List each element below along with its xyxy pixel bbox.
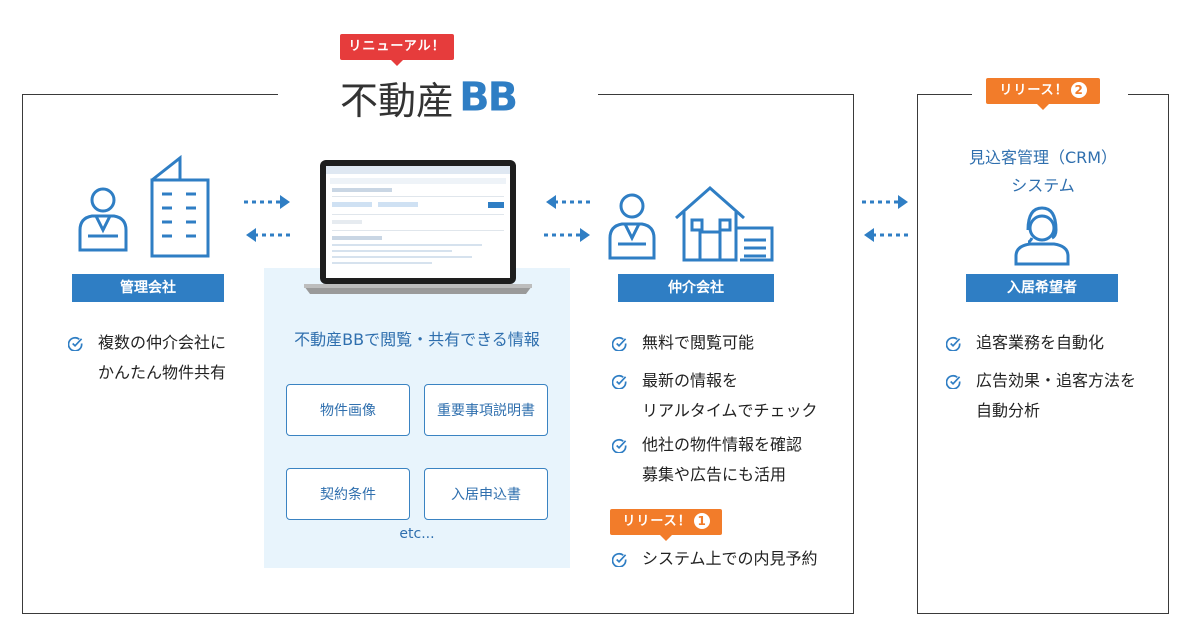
customer-icon [1010,202,1074,266]
check-icon [612,552,627,567]
check-icon [946,336,961,351]
management-label: 管理会社 [72,274,224,302]
laptop-icon [304,158,532,298]
broker-item: 他社の物件情報を確認 募集や広告にも活用 [612,430,818,490]
broker-label: 仲介会社 [618,274,774,302]
broker-release-text: システム上での内見予約 [642,549,818,568]
release2-badge: リリース！2 [986,78,1100,104]
check-icon [946,374,961,389]
check-icon [612,336,627,351]
broker-list: 無料で閲覧可能 最新の情報を リアルタイムでチェック 他社の物件情報を確認 募集… [612,328,818,490]
crm-title-line2: システム [1011,176,1075,195]
arrow-left-icon [244,227,292,243]
logo-text: 不動産 [340,79,454,123]
broker-release-list: システム上での内見予約 [612,544,818,574]
management-icon [70,150,220,260]
renewal-badge: リニューアル！ [340,34,454,60]
crm-item: 広告効果・追客方法を 自動分析 [946,366,1136,426]
center-etc: etc... [264,526,570,542]
info-box-important-matters: 重要事項説明書 [424,384,548,436]
info-box-application: 入居申込書 [424,468,548,520]
crm-title-line1: 見込客管理（CRM） [969,148,1117,167]
logo: 不動産 BB [340,70,516,120]
check-icon [612,438,627,453]
broker-item-text: リアルタイムでチェック [642,401,818,420]
broker-item-text: 最新の情報を [642,371,738,390]
broker-item-text: 募集や広告にも活用 [642,465,786,484]
arrow-right-icon [244,194,292,210]
center-title: 不動産BBで閲覧・共有できる情報 [264,326,570,350]
crm-list: 追客業務を自動化 広告効果・追客方法を 自動分析 [946,328,1136,426]
crm-title: 見込客管理（CRM） システム [917,144,1169,200]
crm-label: 入居希望者 [966,274,1118,302]
release1-badge: リリース！1 [610,509,722,535]
broker-release-item: システム上での内見予約 [612,544,818,574]
release2-text: リリース！ [999,83,1068,98]
broker-item: 無料で閲覧可能 [612,328,818,358]
crm-item-text: 広告効果・追客方法を [976,371,1136,390]
info-box-contract-terms: 契約条件 [286,468,410,520]
info-box-property-images: 物件画像 [286,384,410,436]
crm-item-text: 自動分析 [976,401,1040,420]
management-item-line1: 複数の仲介会社に [98,333,226,352]
crm-item-text: 追客業務を自動化 [976,333,1104,352]
arrow-right-icon [544,227,592,243]
management-item-line2: かんたん物件共有 [98,363,226,382]
broker-item-text: 他社の物件情報を確認 [642,435,802,454]
check-icon [68,336,83,351]
release1-num: 1 [694,513,710,529]
broker-icon [608,176,778,266]
broker-item-text: 無料で閲覧可能 [642,333,754,352]
arrow-left-icon [544,194,592,210]
release2-num: 2 [1071,82,1087,98]
arrow-right-icon [862,194,910,210]
check-icon [612,374,627,389]
broker-item: 最新の情報を リアルタイムでチェック [612,366,818,426]
release1-text: リリース！ [622,514,691,529]
renewal-text: リニューアル！ [348,39,445,54]
crm-item: 追客業務を自動化 [946,328,1136,358]
logo-bb: BB [459,75,516,121]
arrow-left-icon [862,227,910,243]
management-list: 複数の仲介会社に かんたん物件共有 [68,328,226,388]
management-item: 複数の仲介会社に かんたん物件共有 [68,328,226,388]
